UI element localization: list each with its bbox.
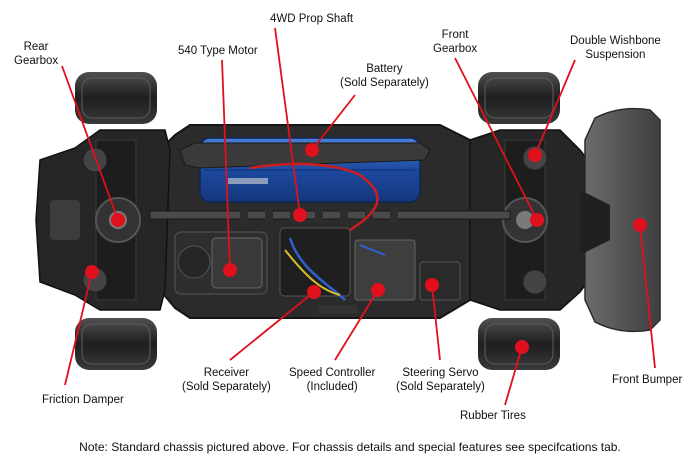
dot-steering-servo xyxy=(425,278,439,292)
callout-dots xyxy=(85,143,647,354)
label-receiver: Receiver(Sold Separately) xyxy=(182,367,271,393)
leader-prop-shaft xyxy=(274,27,301,216)
dot-motor xyxy=(223,263,237,277)
electronics xyxy=(249,162,416,313)
dot-rear-gearbox xyxy=(111,213,125,227)
leader-steering-servo xyxy=(431,284,441,361)
dot-prop-shaft xyxy=(293,208,307,222)
leader-receiver xyxy=(229,291,315,361)
motor xyxy=(174,231,268,295)
tire-front-top xyxy=(478,72,560,124)
steering-servo xyxy=(419,261,461,301)
leader-speed-controller xyxy=(334,289,379,361)
leader-battery xyxy=(311,94,356,151)
rear-suspension-assembly xyxy=(35,129,171,311)
leader-rubber-tires xyxy=(504,346,523,406)
leader-friction-damper xyxy=(64,271,93,386)
label-speed-controller: Speed Controller(Included) xyxy=(289,367,376,393)
leader-rear-gearbox xyxy=(61,65,119,221)
leader-motor xyxy=(221,59,231,271)
battery-strap xyxy=(179,142,431,169)
dot-front-gearbox xyxy=(530,213,544,227)
tire-rear-bottom xyxy=(75,318,157,370)
tire-rear-top xyxy=(75,72,157,124)
front-bumper-foam xyxy=(584,107,661,333)
dot-speed-controller xyxy=(371,283,385,297)
leader-wishbone xyxy=(534,59,576,156)
dot-friction-damper xyxy=(85,265,99,279)
dot-receiver xyxy=(307,285,321,299)
footnote: Note: Standard chassis pictured above. F… xyxy=(79,440,621,454)
callout-lines xyxy=(61,27,656,406)
dot-front-bumper xyxy=(633,218,647,232)
label-steering-servo: Steering Servo(Sold Separately) xyxy=(396,367,485,393)
dot-wishbone xyxy=(528,148,542,162)
label-battery: Battery(Sold Separately) xyxy=(340,63,429,89)
label-rubber-tires: Rubber Tires xyxy=(460,410,526,422)
dot-rubber-tires xyxy=(515,340,529,354)
label-prop-shaft: 4WD Prop Shaft xyxy=(270,13,354,25)
label-front-bumper: Front Bumper xyxy=(612,374,683,386)
label-motor: 540 Type Motor xyxy=(178,45,258,57)
leader-front-bumper xyxy=(639,224,656,369)
label-friction-damper: Friction Damper xyxy=(42,394,124,406)
dot-battery xyxy=(305,143,319,157)
bumper-mount xyxy=(580,190,610,255)
leader-front-gearbox xyxy=(454,57,538,221)
